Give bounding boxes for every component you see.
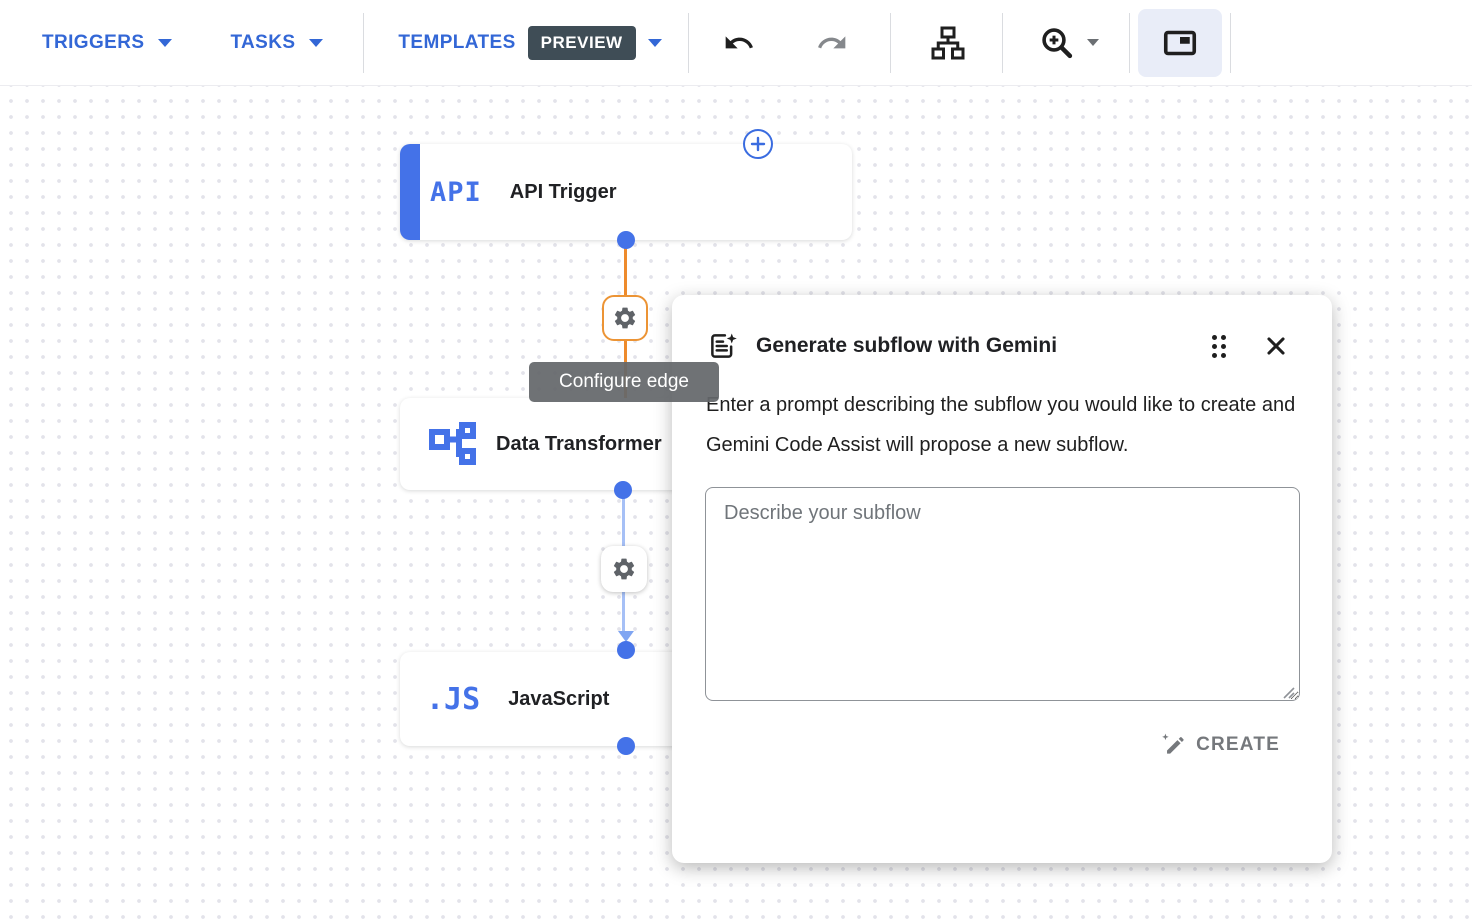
javascript-icon: .JS (426, 681, 481, 717)
connector-dot[interactable] (617, 231, 635, 249)
toolbar: TRIGGERS TASKS TEMPLATES PREVIEW (0, 0, 1472, 86)
gear-icon (613, 558, 635, 580)
connector-dot[interactable] (617, 641, 635, 659)
node-label: JavaScript (508, 687, 610, 710)
toolbar-divider (1128, 12, 1130, 73)
connector-dot[interactable] (614, 481, 632, 499)
dialog-description: Enter a prompt describing the subflow yo… (706, 394, 1296, 456)
close-icon (1267, 337, 1285, 355)
generate-subflow-dialog: Generate subflow with Gemini Enter a pro… (672, 295, 1332, 863)
chevron-down-icon (158, 38, 173, 47)
zoom-control[interactable] (1039, 25, 1099, 61)
triggers-label: TRIGGERS (42, 31, 145, 53)
configure-edge-button[interactable] (602, 295, 648, 341)
node-label: Data Transformer (496, 432, 662, 455)
workflow-canvas[interactable]: API API Trigger Configure edge Data Tran… (0, 86, 1472, 920)
chevron-down-icon (1086, 39, 1099, 46)
tasks-label: TASKS (230, 31, 296, 53)
plus-icon (750, 136, 766, 152)
connector-dot[interactable] (617, 737, 635, 755)
panel-toggle-button[interactable] (1137, 8, 1222, 77)
add-node-button[interactable] (743, 129, 773, 159)
chevron-down-icon (647, 38, 662, 47)
configure-edge-button[interactable] (601, 546, 647, 592)
zoom-in-icon (1041, 27, 1072, 58)
dialog-footer: CREATE (672, 732, 1280, 758)
toolbar-divider (363, 12, 365, 73)
tasks-menu[interactable]: TASKS (230, 31, 324, 54)
toolbar-divider (1001, 12, 1003, 73)
dialog-title: Generate subflow with Gemini (756, 334, 1058, 357)
picture-in-picture-icon (1163, 30, 1196, 55)
gear-icon (614, 307, 636, 329)
create-button-label: CREATE (1196, 734, 1280, 755)
toolbar-divider (1229, 12, 1231, 73)
dialog-header: Generate subflow with Gemini (708, 331, 1290, 361)
node-accent-bar (400, 144, 420, 240)
toolbar-divider (687, 12, 689, 73)
api-trigger-icon: API (430, 176, 482, 208)
redo-icon (817, 35, 845, 48)
edge-arrowhead (618, 631, 634, 642)
toolbar-divider (889, 12, 891, 73)
chevron-down-icon (309, 38, 324, 47)
data-transformer-icon (429, 422, 476, 465)
create-button[interactable]: CREATE (1160, 732, 1280, 758)
preview-badge: PREVIEW (527, 25, 636, 60)
org-chart-icon (931, 26, 965, 59)
prompt-field-wrap (705, 487, 1300, 706)
undo-button[interactable] (715, 19, 763, 67)
node-api-trigger[interactable]: API API Trigger (400, 144, 852, 240)
magic-pen-icon (1162, 733, 1184, 754)
redo-button[interactable] (808, 19, 856, 67)
auto-layout-button[interactable] (924, 19, 972, 67)
subflow-prompt-input[interactable] (705, 487, 1300, 701)
templates-label: TEMPLATES (398, 31, 516, 53)
undo-icon (725, 35, 753, 48)
close-button[interactable] (1262, 332, 1290, 360)
templates-menu[interactable]: TEMPLATES PREVIEW (398, 25, 662, 60)
tooltip: Configure edge (529, 362, 719, 402)
drag-handle-icon[interactable] (1212, 334, 1226, 358)
triggers-menu[interactable]: TRIGGERS (42, 31, 173, 54)
node-label: API Trigger (509, 180, 617, 203)
generate-document-icon (711, 333, 737, 358)
